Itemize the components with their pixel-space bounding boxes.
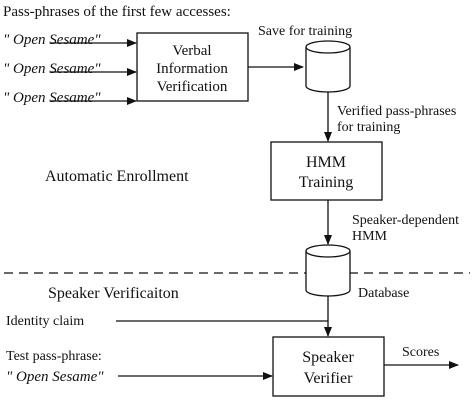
verbal-box-line-1: Verbal [172, 43, 211, 59]
save-for-training-label: Save for training [258, 24, 352, 39]
verifier-box-line-1: Speaker [302, 349, 354, 366]
database-label: Database [358, 286, 409, 301]
input-phrase-3: " Open Sesame" [3, 90, 101, 106]
verbal-box-line-2: Information [156, 61, 228, 77]
hmm-box-line-2: Training [299, 174, 354, 191]
verbal-information-verification-box [136, 32, 249, 102]
identity-claim-label: Identity claim [6, 314, 84, 329]
training-storage-cylinder [305, 40, 351, 93]
hmm-box-line-1: HMM [306, 154, 346, 171]
verbal-box-line-3: Verification [157, 79, 228, 95]
database-cylinder [305, 244, 351, 297]
speaker-dependent-line-2: HMM [352, 229, 388, 244]
speaker-dependent-line-1: Speaker-dependent [352, 213, 459, 228]
input-phrase-2: " Open Sesame" [3, 61, 101, 77]
speaker-verifier-box [272, 336, 385, 397]
test-pass-phrase-label: Test pass-phrase: [6, 349, 102, 364]
automatic-enrollment-label: Automatic Enrollment [45, 168, 189, 185]
pass-phrases-header: Pass-phrases of the first few accesses: [3, 4, 231, 20]
hmm-training-box [270, 141, 383, 201]
speaker-verification-label: Speaker Verificaiton [48, 285, 179, 302]
scores-label: Scores [402, 345, 439, 360]
verifier-box-line-2: Verifier [304, 370, 354, 387]
input-phrase-1: " Open Sesame" [3, 32, 101, 48]
test-pass-phrase-quote: " Open Sesame" [6, 369, 104, 385]
verified-label-line-2: for training [337, 120, 400, 135]
verified-label-line-1: Verified pass-phrases [337, 104, 456, 119]
